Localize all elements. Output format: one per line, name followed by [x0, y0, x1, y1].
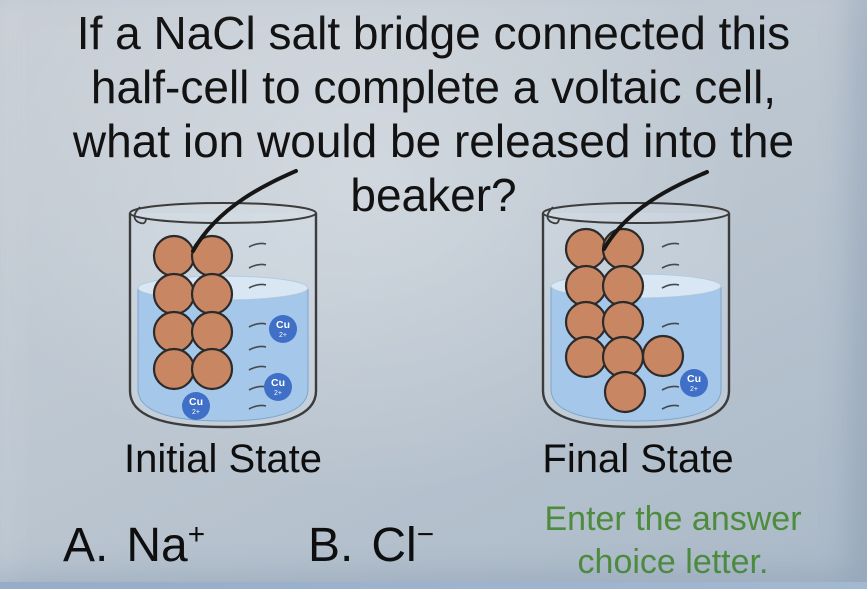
graduation-mark [248, 283, 267, 289]
electrode-wire [191, 169, 298, 253]
cu2plus-ion: Cu2+ [269, 315, 297, 343]
initial-state-label: Initial State [124, 437, 322, 481]
copper-atom [564, 335, 608, 379]
ion-charge-text: 2+ [274, 390, 282, 397]
graduation-mark [661, 322, 680, 328]
graduation-mark [248, 404, 267, 410]
question-text: If a NaCl salt bridge connected this hal… [0, 6, 867, 222]
choice-a-formula: Na [126, 519, 188, 572]
electrode-wire [602, 170, 709, 251]
choice-b-formula: Cl [371, 519, 417, 572]
bottom-border-strip [0, 582, 867, 589]
beaker-diagram-final: Cu2+ [541, 170, 731, 429]
copper-atom [152, 272, 196, 316]
graduation-mark [661, 404, 680, 410]
copper-electrode-atoms [152, 234, 234, 391]
choice-a-letter: A. [63, 519, 109, 572]
question-line: half-cell to complete a voltaic cell, [90, 61, 777, 113]
copper-atom [190, 272, 234, 316]
ion-symbol-text: Cu [271, 377, 285, 389]
cu2plus-ion: Cu2+ [680, 369, 708, 397]
ion-symbol-text: Cu [276, 319, 290, 331]
graduation-mark [248, 242, 267, 248]
choice-a-charge: + [187, 518, 206, 551]
answer-choice-a: A. Na+ [63, 518, 205, 573]
ion-charge-text: 2+ [690, 386, 698, 393]
copper-electrode-atoms [564, 227, 685, 414]
copper-atom [564, 227, 608, 271]
ion-group: Cu2+Cu2+Cu2+ [182, 315, 297, 420]
answer-instruction: Enter the answer choice letter. [513, 498, 833, 584]
choice-b-charge: − [416, 518, 435, 551]
beaker-spout [546, 206, 560, 225]
cu2plus-ion: Cu2+ [182, 392, 210, 420]
ion-charge-text: 2+ [192, 409, 200, 416]
question-line: what ion would be released into the [72, 115, 795, 167]
copper-atom [190, 310, 234, 354]
ion-charge-text: 2+ [279, 332, 287, 339]
instruction-line: choice letter. [577, 543, 769, 581]
ion-symbol-text: Cu [189, 396, 203, 408]
answer-choice-b: B. Cl− [308, 518, 434, 573]
ion-group: Cu2+ [680, 369, 708, 397]
instruction-line: Enter the answer [544, 500, 802, 538]
choice-b-letter: B. [308, 519, 354, 572]
graduation-mark [661, 263, 680, 269]
cu2plus-ion: Cu2+ [264, 373, 292, 401]
beaker-spout [133, 206, 147, 225]
graduation-mark [661, 283, 680, 289]
copper-atom [564, 264, 608, 308]
copper-atom [152, 234, 196, 278]
copper-atom [601, 227, 645, 271]
copper-atom [603, 370, 647, 414]
copper-atom [190, 347, 234, 391]
question-line: If a NaCl salt bridge connected this [76, 7, 791, 59]
beaker-diagram-initial: Cu2+Cu2+Cu2+ [128, 169, 318, 429]
graduation-mark [248, 365, 267, 371]
ion-symbol-text: Cu [687, 373, 701, 385]
copper-atom [152, 310, 196, 354]
graduation-mark [248, 263, 267, 269]
copper-atom [152, 347, 196, 391]
question-line: beaker? [350, 169, 517, 221]
copper-atom [641, 334, 685, 378]
graduation-mark [661, 385, 680, 391]
graduation-marks [661, 242, 680, 410]
graduation-mark [248, 345, 267, 351]
graduation-mark [661, 242, 680, 248]
copper-atom [601, 264, 645, 308]
graduation-mark [248, 322, 267, 328]
final-state-label: Final State [542, 437, 734, 481]
graduation-marks [248, 242, 267, 410]
